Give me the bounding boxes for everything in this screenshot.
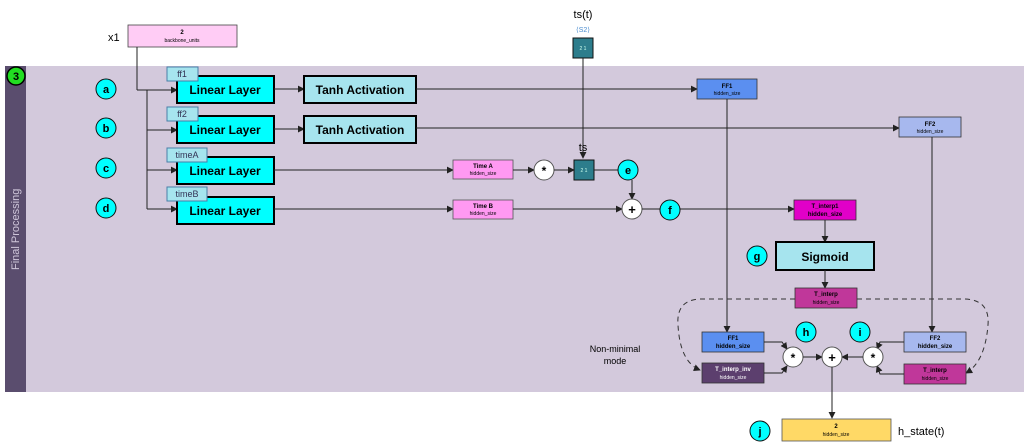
marker-f <box>659 199 681 221</box>
output-label: h_state(t) <box>898 426 944 438</box>
ts-t-label: ts(t) <box>574 9 593 21</box>
ff2-top-tensor <box>898 116 962 138</box>
ff2b-to-mul <box>876 341 904 350</box>
panel-background <box>5 66 1024 392</box>
panel-number: 3 <box>13 71 19 83</box>
output-sub: hidden_size <box>823 432 850 438</box>
tanh-a-label: Tanh Activation <box>316 83 405 97</box>
marker-h-label: h <box>803 327 810 339</box>
marker-b <box>95 117 117 139</box>
panel-title: Final Processing <box>10 189 22 270</box>
ff2-top-title: FF2 <box>925 122 936 128</box>
time-b-title: Time B <box>473 204 494 210</box>
tag-ff2-label: ff2 <box>177 109 187 119</box>
marker-i-label: i <box>858 327 861 339</box>
t-interp-title: T_interp <box>814 292 838 298</box>
linear-layer-a-label: Linear Layer <box>189 83 261 97</box>
ff1-top-title: FF1 <box>722 84 733 90</box>
tag-ff1 <box>166 66 199 82</box>
ff1b-to-mul <box>764 341 788 350</box>
linear-layer-b-label: Linear Layer <box>189 123 261 137</box>
mul-left-op-symbol: * <box>791 351 796 365</box>
time-a-title: Time A <box>473 164 493 170</box>
marker-b-label: b <box>103 123 110 135</box>
ff2-bottom-title: FF2 <box>930 336 941 342</box>
tanh-b-label: Tanh Activation <box>316 123 405 137</box>
tinv-to-mul <box>764 365 788 374</box>
t-interp1-sub: hidden_size <box>808 212 843 218</box>
t-interp-right-title: T_interp <box>923 368 947 374</box>
tag-timeb <box>166 186 208 202</box>
note-line2: mode <box>604 356 627 366</box>
marker-g-label: g <box>754 251 761 263</box>
time-a-sub: hidden_size <box>470 171 497 177</box>
marker-f-label: f <box>668 205 672 217</box>
marker-e <box>617 159 639 181</box>
x1-label: x1 <box>108 32 120 44</box>
ff2-top-sub: hidden_size <box>917 129 944 135</box>
dashed-curve-left <box>677 298 795 371</box>
ts-label: ts <box>579 142 588 154</box>
marker-e-label: e <box>625 165 631 177</box>
ff2-bottom-sub: hidden_size <box>918 344 953 350</box>
ff1-bottom-sub: hidden_size <box>716 344 751 350</box>
marker-a <box>95 78 117 100</box>
linear-layer-d-label: Linear Layer <box>189 204 261 218</box>
tag-timea <box>166 147 208 163</box>
ts-t-tensor-value: 2 1 <box>580 46 587 52</box>
tag-timea-label: timeA <box>175 150 198 160</box>
marker-d <box>95 197 117 219</box>
t-interp1-title: T_interp1 <box>811 204 839 210</box>
note-line1: Non-minimal <box>590 344 641 354</box>
t-interp-inv-title: T_interp_inv <box>715 367 751 373</box>
panel-sidebar <box>5 66 26 392</box>
sigmoid-label: Sigmoid <box>801 250 848 264</box>
output-tensor <box>781 418 892 442</box>
marker-j-label: j <box>757 426 761 438</box>
add-time-op-symbol: + <box>628 202 636 217</box>
ff1-top-sub: hidden_size <box>714 91 741 97</box>
tag-ff1-label: ff1 <box>177 69 187 79</box>
x1-tensor <box>127 24 238 48</box>
tright-to-mul <box>875 365 904 375</box>
marker-a-label: a <box>103 84 110 96</box>
t-interp-tensor <box>794 287 858 309</box>
tanh-a <box>303 75 417 104</box>
output-title: 2 <box>834 424 838 430</box>
sigmoid-block <box>775 241 875 271</box>
x1-tensor-sub: backbone_units <box>164 38 200 44</box>
marker-c-label: c <box>103 163 109 175</box>
tag-ff2 <box>166 106 199 122</box>
add-final-op-symbol: + <box>828 350 836 365</box>
ts-t-dim-arrow: ⟨S2⟩ <box>576 26 590 34</box>
mul-ts-op-symbol: * <box>542 164 547 178</box>
marker-j <box>749 420 771 442</box>
dashed-curve-right <box>857 298 989 374</box>
ts-tensor-value: 2 1 <box>581 168 588 174</box>
mul-right-op-symbol: * <box>871 351 876 365</box>
ff1-bottom-title: FF1 <box>728 336 739 342</box>
linear-layer-c-label: Linear Layer <box>189 164 261 178</box>
marker-i <box>849 321 871 343</box>
tag-timeb-label: timeB <box>175 189 198 199</box>
panel-number-badge <box>6 66 26 86</box>
x1-tensor-value: 2 <box>180 30 184 36</box>
marker-g <box>746 245 768 267</box>
tanh-b <box>303 115 417 144</box>
t-interp-right-sub: hidden_size <box>922 376 949 382</box>
marker-h <box>795 321 817 343</box>
t-interp-inv-sub: hidden_size <box>720 375 747 381</box>
t-interp-sub: hidden_size <box>813 300 840 306</box>
time-b-sub: hidden_size <box>470 211 497 217</box>
marker-d-label: d <box>103 203 110 215</box>
marker-c <box>95 157 117 179</box>
